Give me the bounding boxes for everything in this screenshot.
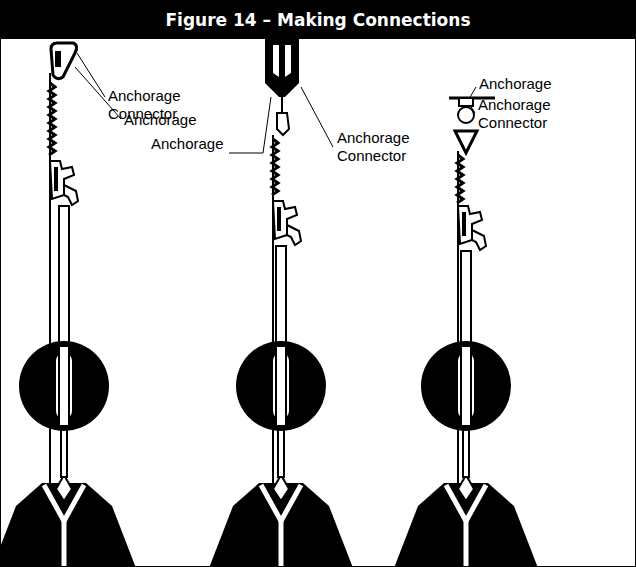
rope-splice (272, 139, 278, 195)
title-band: Figure 14 – Making Connections (1, 1, 635, 39)
rope-splice (457, 155, 463, 203)
part-label: Anchorage Connector (478, 96, 568, 132)
part-label: Anchorage (124, 111, 214, 129)
rope-splice (49, 83, 55, 155)
part-label: Anchorage (479, 75, 569, 93)
part-label: Anchorage Connector (337, 129, 432, 165)
part-label: Anchorage (151, 135, 241, 153)
figure-title: Figure 14 – Making Connections (165, 10, 470, 30)
